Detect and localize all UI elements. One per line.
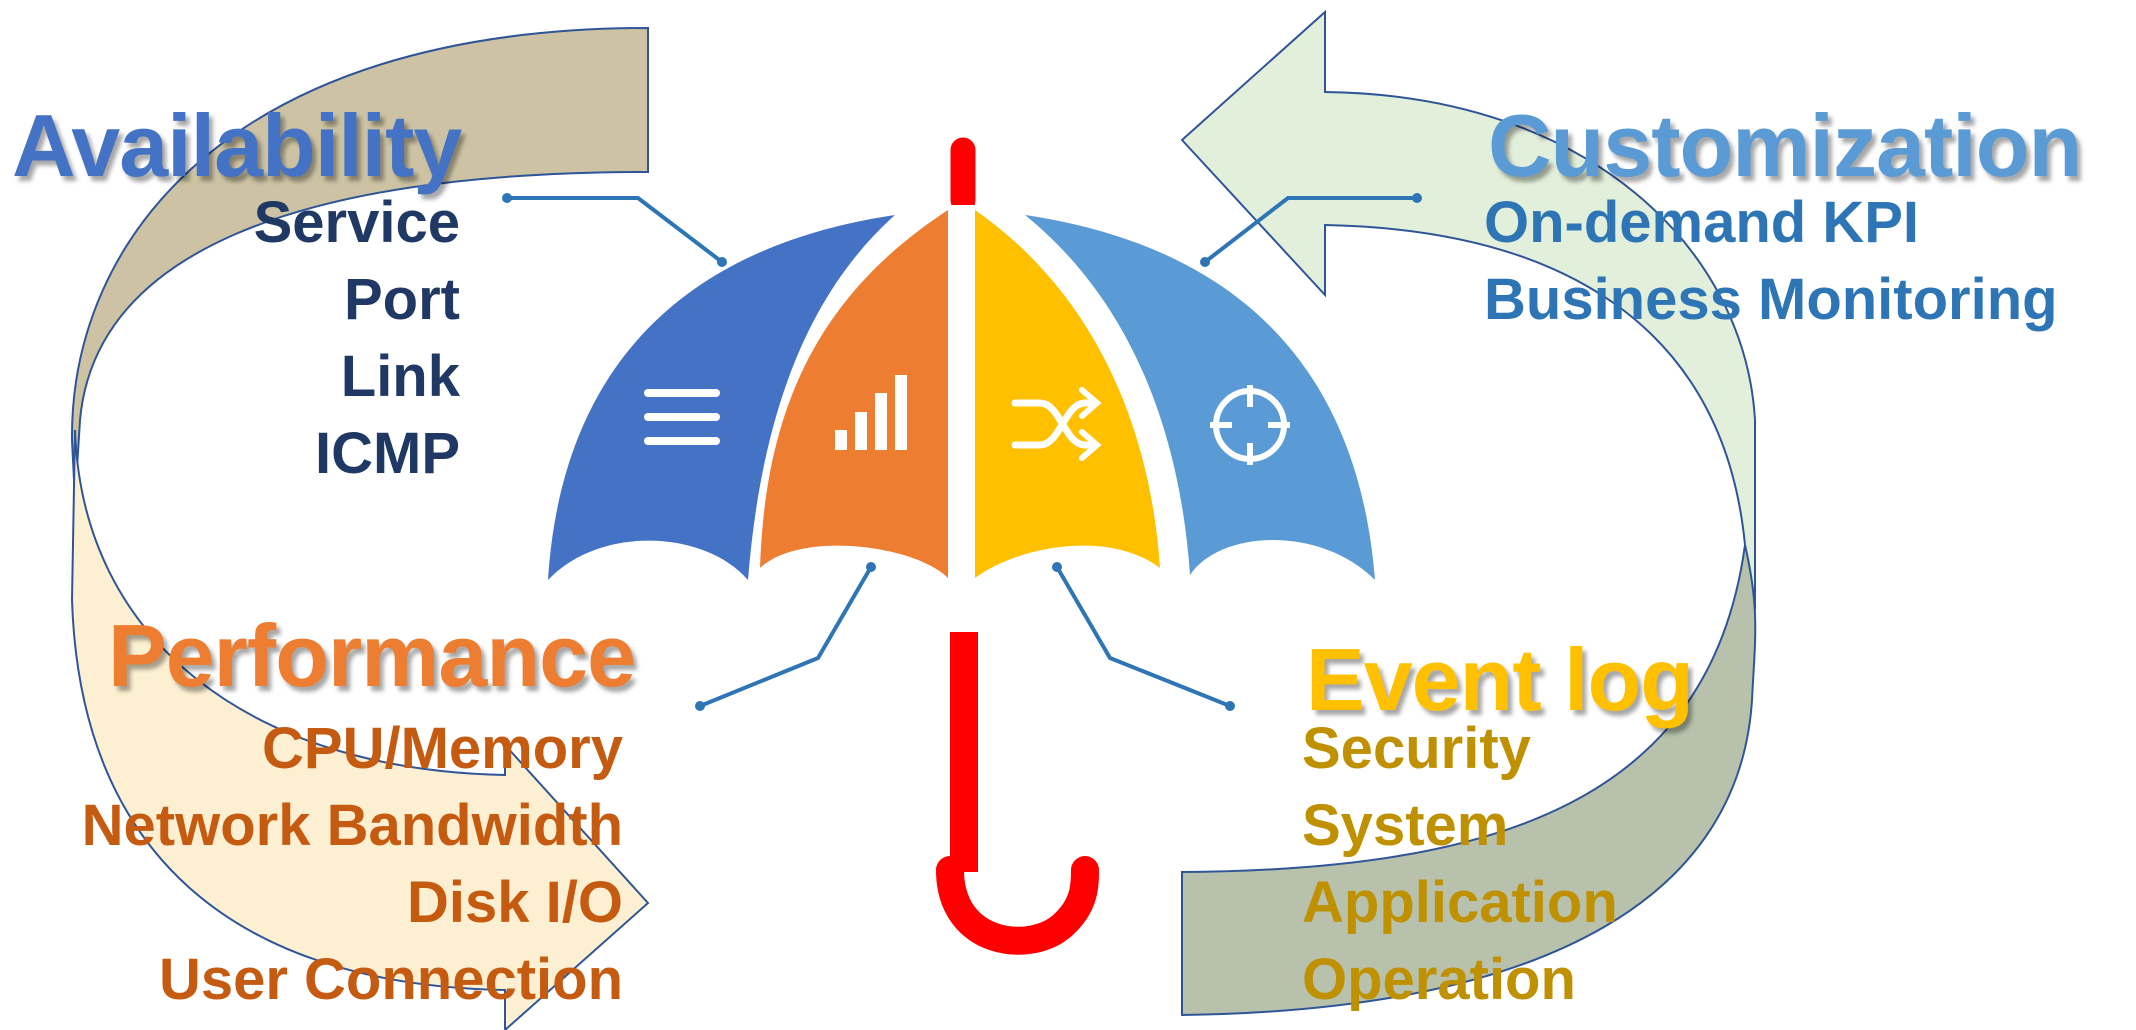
event-log-items: Security System Application Operation [1302, 710, 1618, 1018]
umbrella-handle [936, 134, 1099, 955]
customization-title: Customization [1488, 96, 2082, 195]
availability-item-service: Service [253, 190, 460, 255]
canopy-panel-performance [760, 210, 948, 578]
performance-item-user-connection: User Connection [158, 947, 623, 1012]
availability-items: Service Port Link ICMP [254, 184, 460, 492]
event-log-item-system: System [1302, 793, 1509, 858]
performance-connector [699, 565, 873, 708]
customization-connector-dot [1412, 193, 1422, 203]
performance-connector-dot [695, 701, 705, 711]
performance-item-disk-io: Disk I/O [407, 870, 623, 935]
canopy-panel-customization [1025, 215, 1375, 580]
menu-lines-icon [644, 389, 720, 445]
shuffle-icon [1011, 387, 1102, 461]
event-log-item-operation: Operation [1302, 947, 1576, 1012]
customization-items: On-demand KPI Business Monitoring [1484, 184, 2058, 338]
customization-connector-dot [1200, 257, 1210, 267]
availability-item-link: Link [340, 344, 460, 409]
availability-item-port: Port [344, 267, 460, 332]
crosshair-icon [1210, 385, 1290, 465]
performance-items: CPU/Memory Network Bandwidth Disk I/O Us… [82, 710, 623, 1018]
event-log-item-security: Security [1302, 716, 1531, 781]
canopy-panel-event-log [975, 210, 1160, 578]
availability-connector [507, 196, 724, 264]
availability-item-icmp: ICMP [315, 421, 460, 486]
bottom-right-arrow [1181, 544, 1757, 1017]
umbrella-canopy [548, 210, 1375, 580]
customization-item-business-monitoring: Business Monitoring [1484, 267, 2058, 332]
event-log-connector-dot [1225, 701, 1235, 711]
event-log-title: Event log [1306, 630, 1694, 729]
performance-title: Performance [108, 606, 636, 705]
bottom-left-arrow [70, 429, 650, 1030]
availability-connector-dot [717, 257, 727, 267]
canopy-panel-availability [548, 215, 895, 580]
availability-connector-dot [502, 193, 512, 203]
event-log-item-application: Application [1302, 870, 1618, 935]
customization-connector [1203, 196, 1417, 264]
event-log-connector [1055, 565, 1231, 708]
customization-item-kpi: On-demand KPI [1484, 190, 1920, 255]
performance-connector-dot [866, 562, 876, 572]
performance-item-cpu-memory: CPU/Memory [262, 716, 623, 781]
event-log-connector-dot [1052, 562, 1062, 572]
availability-title: Availability [12, 96, 462, 195]
bar-chart-icon [835, 375, 907, 450]
performance-item-network-bandwidth: Network Bandwidth [81, 793, 623, 858]
